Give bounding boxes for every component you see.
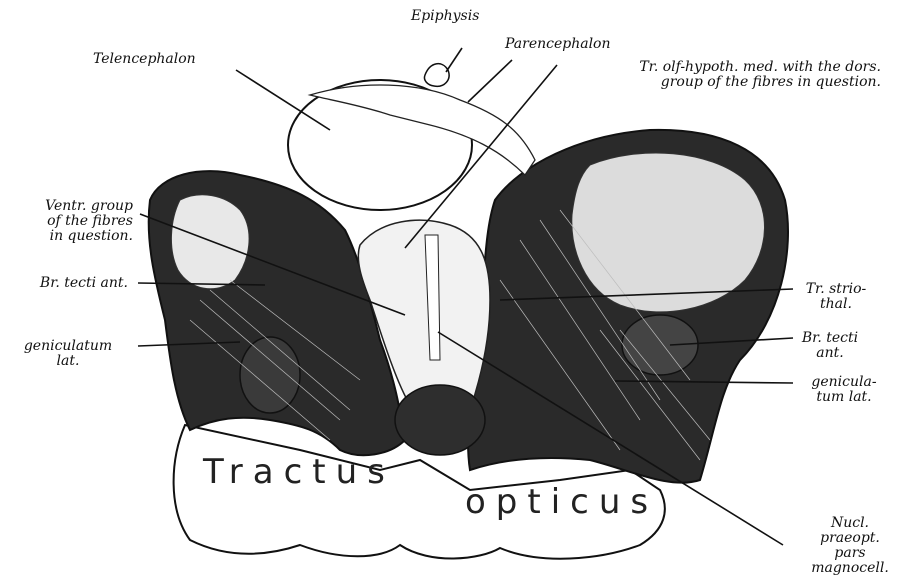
right-light-core <box>572 153 765 312</box>
label-parencephalon: Parencephalon <box>505 37 611 52</box>
label-br-tecti-right: Br. tecti ant. <box>790 331 870 361</box>
leader-parencephalon <box>468 60 512 102</box>
left-geniculatum <box>240 337 300 413</box>
right-geniculatum <box>622 315 698 375</box>
label-telencephalon: Telencephalon <box>93 52 196 67</box>
label-tr-striothal: Tr. strio- thal. <box>796 282 876 312</box>
label-geniculatum-right: genicula- tum lat. <box>794 375 894 405</box>
label-epiphysis: Epiphysis <box>411 9 479 24</box>
label-ventr-group: Ventr. group of the fibres in question. <box>5 199 133 244</box>
label-geniculatum-left: geniculatum lat. <box>8 339 128 369</box>
epiphysis-body <box>424 64 449 87</box>
label-br-tecti-left: Br. tecti ant. <box>0 276 128 291</box>
left-light-core <box>171 195 249 289</box>
label-nucl-praeopt: Nucl. praeopt. pars magnocell. <box>797 516 903 576</box>
leader-epiphysis <box>446 48 462 72</box>
label-opticus: opticus <box>465 495 658 510</box>
label-tr-olf-hypoth: Tr. olf-hypoth. med. with the dors. grou… <box>566 60 881 90</box>
label-tractus: Tractus <box>203 465 395 480</box>
ventral-mass <box>395 385 485 455</box>
